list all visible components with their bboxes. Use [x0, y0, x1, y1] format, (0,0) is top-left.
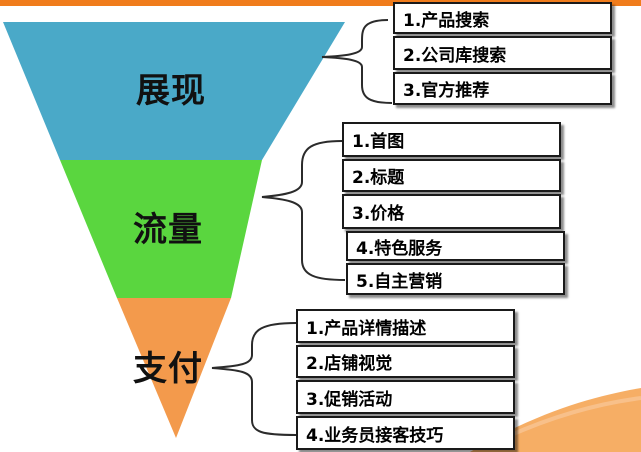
- traffic-item-3: 3.价格: [342, 194, 561, 229]
- traffic-item-4: 4.特色服务: [346, 231, 565, 261]
- stage-label-payment: 支付: [133, 349, 203, 389]
- funnel-segment-payment: [117, 298, 231, 438]
- exposure-item-2: 2.公司库搜索: [393, 36, 612, 70]
- exposure-item-3: 3.官方推荐: [393, 72, 612, 105]
- stage-label-traffic: 流量: [133, 210, 203, 250]
- stage-label-exposure: 展现: [136, 71, 206, 111]
- decorative-swoosh-highlight: [499, 396, 641, 442]
- payment-item-1: 1.产品详情描述: [296, 309, 515, 343]
- exposure-item-1: 1.产品搜索: [393, 2, 612, 34]
- funnel-segment-exposure: [3, 22, 345, 160]
- traffic-item-1: 1.首图: [342, 122, 561, 157]
- payment-item-4: 4.业务员接客技巧: [296, 416, 515, 450]
- traffic-item-5: 5.自主营销: [346, 263, 565, 295]
- payment-item-3: 3.促销活动: [296, 380, 515, 414]
- brace-payment: [211, 322, 297, 436]
- top-accent-bar: [0, 0, 641, 6]
- payment-item-2: 2.店铺视觉: [296, 345, 515, 378]
- funnel-segment-traffic: [60, 160, 262, 298]
- brace-exposure: [321, 19, 393, 104]
- brace-traffic: [261, 140, 346, 281]
- traffic-item-2: 2.标题: [342, 159, 561, 192]
